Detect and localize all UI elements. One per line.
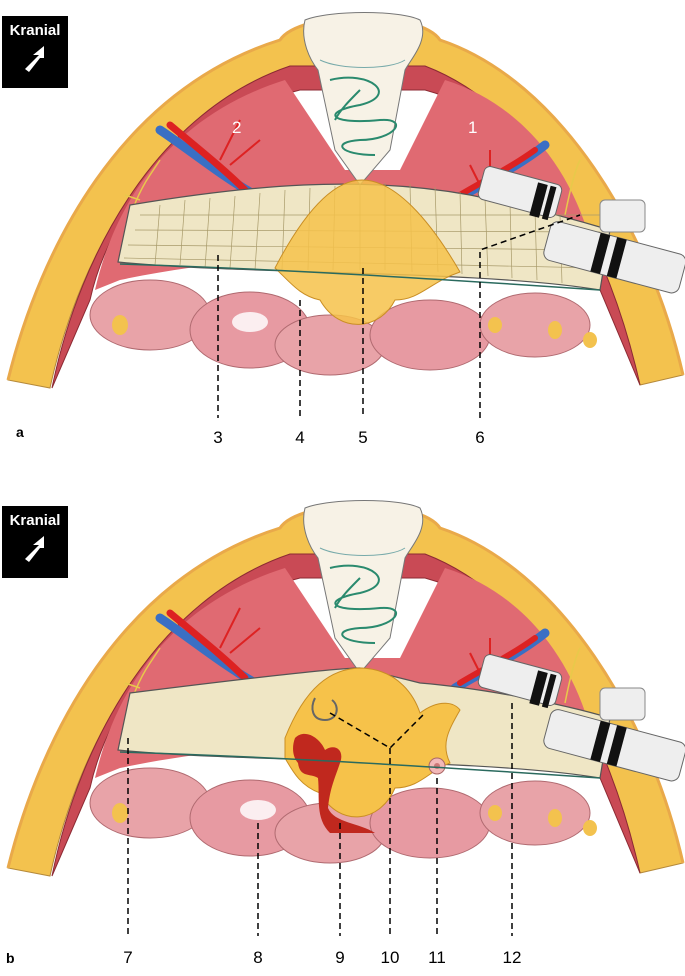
panel-letter-b: b xyxy=(6,950,15,966)
orientation-badge: Kranial xyxy=(2,506,68,578)
panel-b: Kranial b 7 8 9 10 11 12 xyxy=(0,488,685,976)
panel-a: Kranial 2 1 a 3 4 5 6 xyxy=(2,12,685,447)
label-muscle-1: 1 xyxy=(468,118,478,137)
orientation-label: Kranial xyxy=(9,22,61,39)
callout-5: 5 xyxy=(358,428,368,447)
callout-8: 8 xyxy=(253,948,263,967)
label-muscle-2: 2 xyxy=(232,118,242,137)
callout-12: 12 xyxy=(502,948,522,967)
callout-9: 9 xyxy=(335,948,345,967)
arrow-up-right-icon xyxy=(25,536,44,562)
callout-10: 10 xyxy=(380,948,400,967)
orientation-label: Kranial xyxy=(9,512,61,529)
callout-6: 6 xyxy=(475,428,485,447)
callout-11: 11 xyxy=(428,948,446,967)
callout-4: 4 xyxy=(295,428,305,447)
cross-section-illustration-a xyxy=(6,12,685,418)
panel-letter-a: a xyxy=(16,424,24,440)
arrow-up-right-icon xyxy=(25,46,44,72)
cross-section-illustration-b xyxy=(6,500,685,936)
callout-3: 3 xyxy=(213,428,223,447)
orientation-badge: Kranial xyxy=(2,16,68,88)
callout-7: 7 xyxy=(123,948,133,967)
